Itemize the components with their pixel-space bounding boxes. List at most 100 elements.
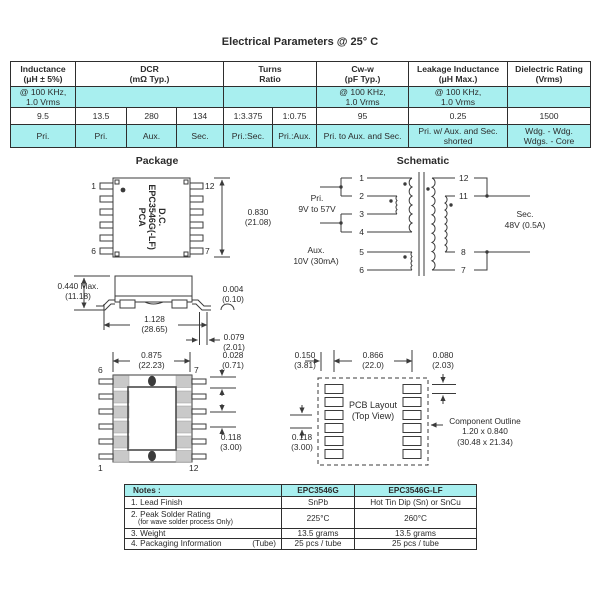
bottom-pin-label: 7 [194, 365, 199, 375]
package-bottom-view [98, 352, 236, 463]
col-header: Leakage Inductance (μH Max.) [408, 61, 509, 87]
notes-row: 3. Weight 13.5 grams 13.5 grams [124, 527, 477, 540]
note-value: Hot Tin Dip (Sn) or SnCu [354, 496, 477, 509]
note-value: 25 pcs / tube [354, 538, 477, 550]
bottom-pin-label: 6 [98, 365, 103, 375]
winding-cell: Wdg. - Wdg. Wdgs. - Core [507, 124, 592, 149]
winding-cell: Sec. [175, 124, 225, 149]
notes-header: EPC3546G [281, 484, 355, 497]
sch-pin-label: 7 [461, 265, 466, 275]
note-label: 3. Weight [124, 527, 282, 540]
winding-cell: Pri. [75, 124, 127, 149]
condition-row: @ 100 KHz, 1.0 Vrms @ 100 KHz, 1.0 Vrms … [10, 85, 592, 109]
notes-row: 4. Packaging Information (Tube) 25 pcs /… [124, 538, 477, 550]
notes-table: Notes : EPC3546G EPC3546G-LF 1. Lead Fin… [124, 484, 477, 550]
sch-pin-label: 2 [359, 191, 364, 201]
core-gap-bottom [148, 450, 156, 462]
winding-cell: Pri. to Aux. and Sec. [316, 124, 410, 149]
note-label: 2. Peak Solder Rating (for wave solder p… [124, 508, 282, 529]
dim-standoff: 0.004 (0.10) [222, 284, 244, 305]
sch-pin-label: 5 [359, 247, 364, 257]
pkg-pin-label: 1 [91, 181, 96, 191]
pin1-marker-dot [120, 187, 126, 193]
marking-line: D.C. [156, 208, 167, 227]
condition-cell: @ 100 KHz, 1.0 Vrms [408, 85, 509, 109]
primary-inner-winding [395, 195, 398, 215]
dim-pad-offset: 0.150 (3.81) [294, 350, 316, 371]
condition-cell [223, 85, 318, 109]
dim-pad-pitch: 0.118 (3.00) [291, 432, 313, 453]
note-label: 4. Packaging Information (Tube) [124, 538, 282, 550]
pkg-pin-label: 7 [205, 246, 210, 256]
notes-header: Notes : [124, 484, 282, 497]
primary-label: Pri. 9V to 57V [298, 193, 336, 214]
primary-outer-winding [408, 177, 414, 233]
schematic-heading: Schematic [396, 155, 450, 167]
bottom-view-leads [98, 378, 207, 460]
polarity-dot [389, 199, 393, 203]
sch-pin-label: 1 [359, 173, 364, 183]
page-title: Electrical Parameters @ 25° C [221, 36, 379, 48]
note-label-suffix: (Tube) [252, 539, 276, 549]
note-value: 13.5 grams [281, 527, 355, 540]
secondary-inner-winding [443, 195, 448, 253]
table-header-row: Inductance (μH ± 5%) DCR (mΩ Typ.) Turns… [10, 61, 592, 87]
note-value: 25 pcs / tube [281, 538, 355, 550]
note-label-sub: (for wave solder process Only) [138, 519, 233, 527]
winding-cell: Pri.:Aux. [272, 124, 318, 149]
dim-lead-foot: 0.079 (2.01) [223, 332, 245, 353]
winding-cell: Aux. [126, 124, 177, 149]
sch-pin-label: 12 [459, 173, 469, 183]
package-side-view [74, 275, 235, 345]
schematic-drawing [320, 172, 530, 276]
pcb-pads [324, 384, 422, 459]
note-value: 225°C [281, 508, 355, 529]
secondary-label: Sec. 48V (0.5A) [504, 209, 546, 230]
polarity-dot [426, 187, 430, 191]
winding-cell: Pri.:Sec. [223, 124, 274, 149]
secondary-outer-winding [430, 177, 436, 271]
condition-cell [507, 85, 592, 109]
package-marking: PCA EPC3546G(-LF) D.C. [113, 178, 190, 257]
note-value: SnPb [281, 496, 355, 509]
electrical-parameters-table: Inductance (μH ± 5%) DCR (mΩ Typ.) Turns… [10, 61, 592, 149]
polarity-dot [403, 255, 407, 259]
package-top-view [99, 177, 230, 258]
aux-label: Aux. 10V (30mA) [293, 245, 339, 266]
bottom-pin-label: 12 [189, 463, 199, 473]
note-value: 260°C [354, 508, 477, 529]
dim-pin-pitch: 0.118 (3.00) [220, 432, 242, 453]
dim-pad-span: 0.866 (22.0) [362, 350, 384, 371]
component-outline-label: Component Outline 1.20 x 0.840 (30.48 x … [449, 416, 521, 447]
package-heading: Package [135, 155, 179, 167]
pcb-layout-view [290, 350, 456, 466]
sch-pin-label: 6 [359, 265, 364, 275]
condition-cell: @ 100 KHz, 1.0 Vrms [10, 85, 76, 109]
sch-pin-label: 11 [459, 191, 468, 201]
marking-line: PCA [136, 207, 147, 227]
dim-pin-width: 0.028 (0.71) [222, 350, 244, 371]
dim-overall-width: 1.128 (28.65) [141, 314, 168, 335]
sch-pin-label: 4 [359, 227, 364, 237]
col-header: DCR (mΩ Typ.) [74, 61, 225, 87]
dim-pad-height: 0.080 (2.03) [432, 350, 454, 371]
seating-plane-symbol [220, 303, 235, 311]
winding-cell: Pri. [10, 124, 76, 149]
condition-cell: @ 100 KHz, 1.0 Vrms [316, 85, 410, 109]
notes-header: EPC3546G-LF [354, 484, 477, 497]
dim-package-height: 0.830 (21.08) [244, 207, 272, 228]
note-label-main: 2. Peak Solder Rating [131, 509, 211, 519]
aux-winding [410, 251, 413, 271]
dim-body-width: 0.875 (22.23) [138, 350, 165, 371]
sch-pin-label: 3 [359, 209, 364, 219]
pkg-pin-label: 6 [91, 246, 96, 256]
notes-header-row: Notes : EPC3546G EPC3546G-LF [124, 484, 477, 497]
polarity-dot [449, 203, 453, 207]
polarity-dot [403, 182, 407, 186]
condition-cell [74, 85, 225, 109]
sch-pin-label: 8 [461, 247, 466, 257]
bottom-view-pads [113, 375, 192, 463]
note-label: 1. Lead Finish [124, 496, 282, 509]
